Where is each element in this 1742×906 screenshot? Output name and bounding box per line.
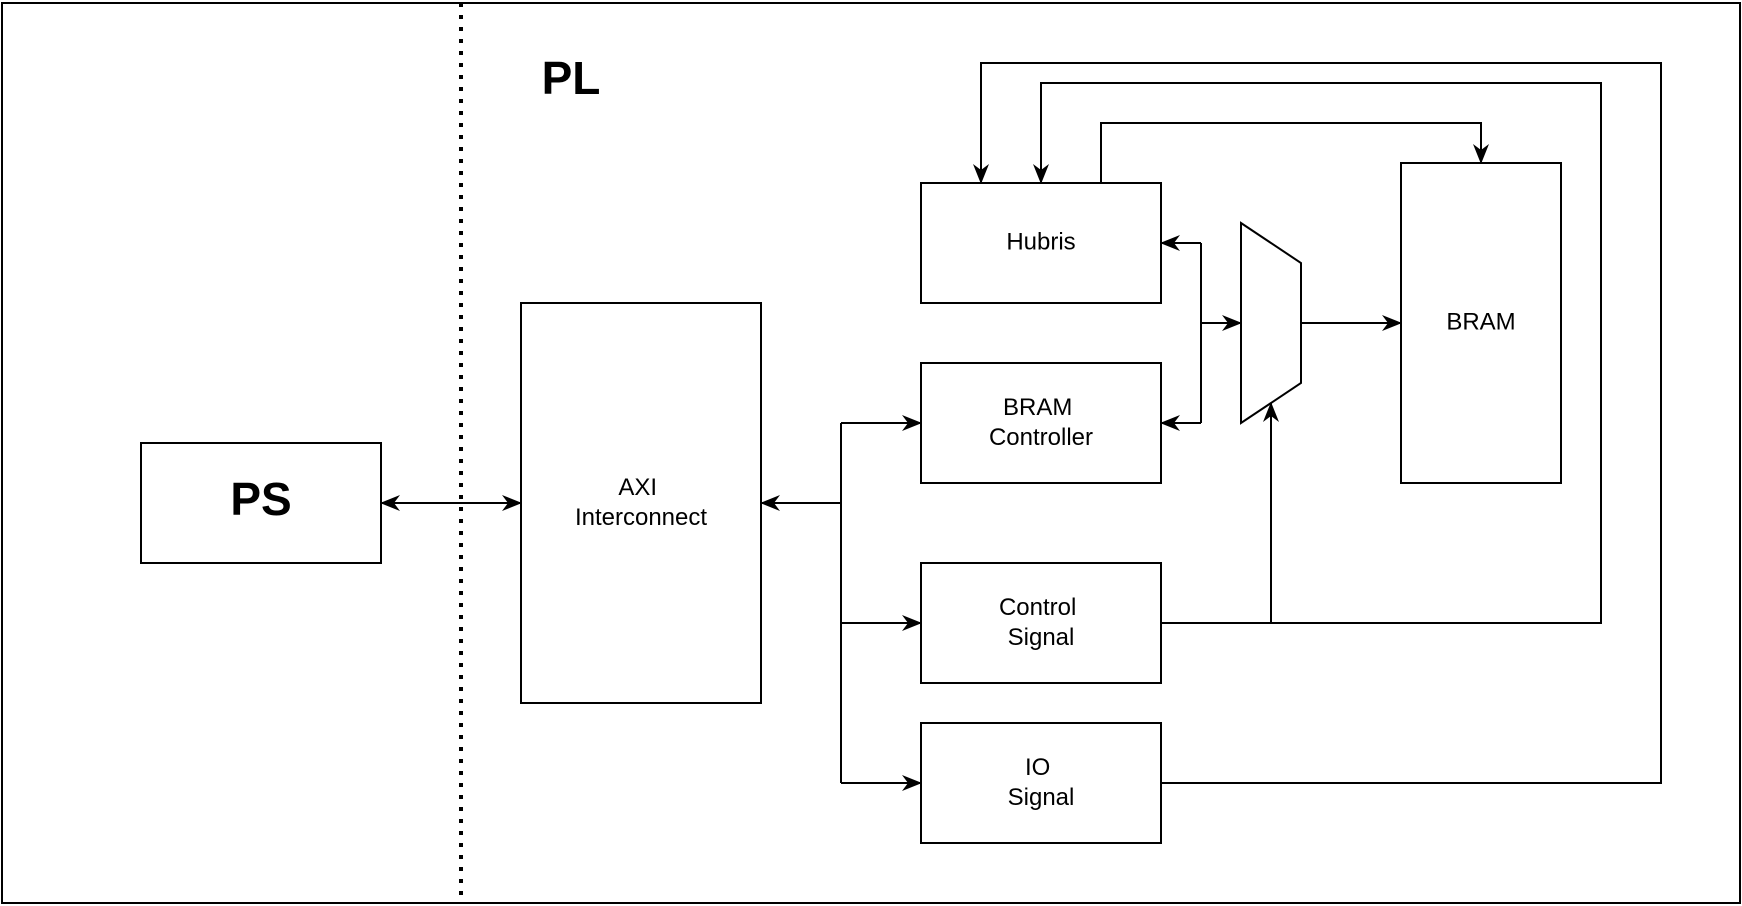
control-signal-block: Control Signal — [920, 562, 1162, 684]
axi-label-line-1: AXI — [618, 474, 657, 501]
svg-text:IO Signal: IO Signal — [1008, 754, 1075, 811]
svg-text:Control Signal: Control Signal — [999, 594, 1083, 651]
axi-label-line-2: Interconnect — [575, 504, 707, 531]
control-signal-label-line-2: Signal — [1008, 624, 1075, 651]
hubris-block: Hubris — [920, 182, 1162, 304]
control-signal-to-hubris — [1033, 82, 1602, 624]
ps-label: PS — [230, 473, 291, 525]
multiplexer-shape — [1240, 221, 1302, 425]
hubris-label: Hubris — [1006, 228, 1075, 255]
bram-label: BRAM — [1446, 308, 1515, 335]
io-signal-label-line-2: Signal — [1008, 784, 1075, 811]
bram-controller-label-line-2: Controller — [989, 424, 1093, 451]
axi-interconnect-block: AXI Interconnect — [520, 302, 762, 704]
io-signal-to-hubris — [973, 62, 1662, 784]
hubris-to-bram — [1100, 122, 1489, 183]
io-signal-block: IO Signal — [920, 722, 1162, 844]
bram-controller-block: BRAM Controller — [920, 362, 1162, 484]
svg-text:AXI Interconnect: AXI Interconnect — [575, 474, 707, 531]
pl-region-label: PL — [542, 52, 601, 104]
bram-controller-label-line-1: BRAM — [1003, 394, 1072, 421]
ps-block: PS — [140, 442, 382, 564]
svg-text:BRAM Controller: BRAM Controller — [989, 394, 1093, 451]
io-signal-label-line-1: IO — [1025, 754, 1050, 781]
control-signal-label-line-1: Control — [999, 594, 1076, 621]
bram-block: BRAM — [1400, 162, 1562, 484]
